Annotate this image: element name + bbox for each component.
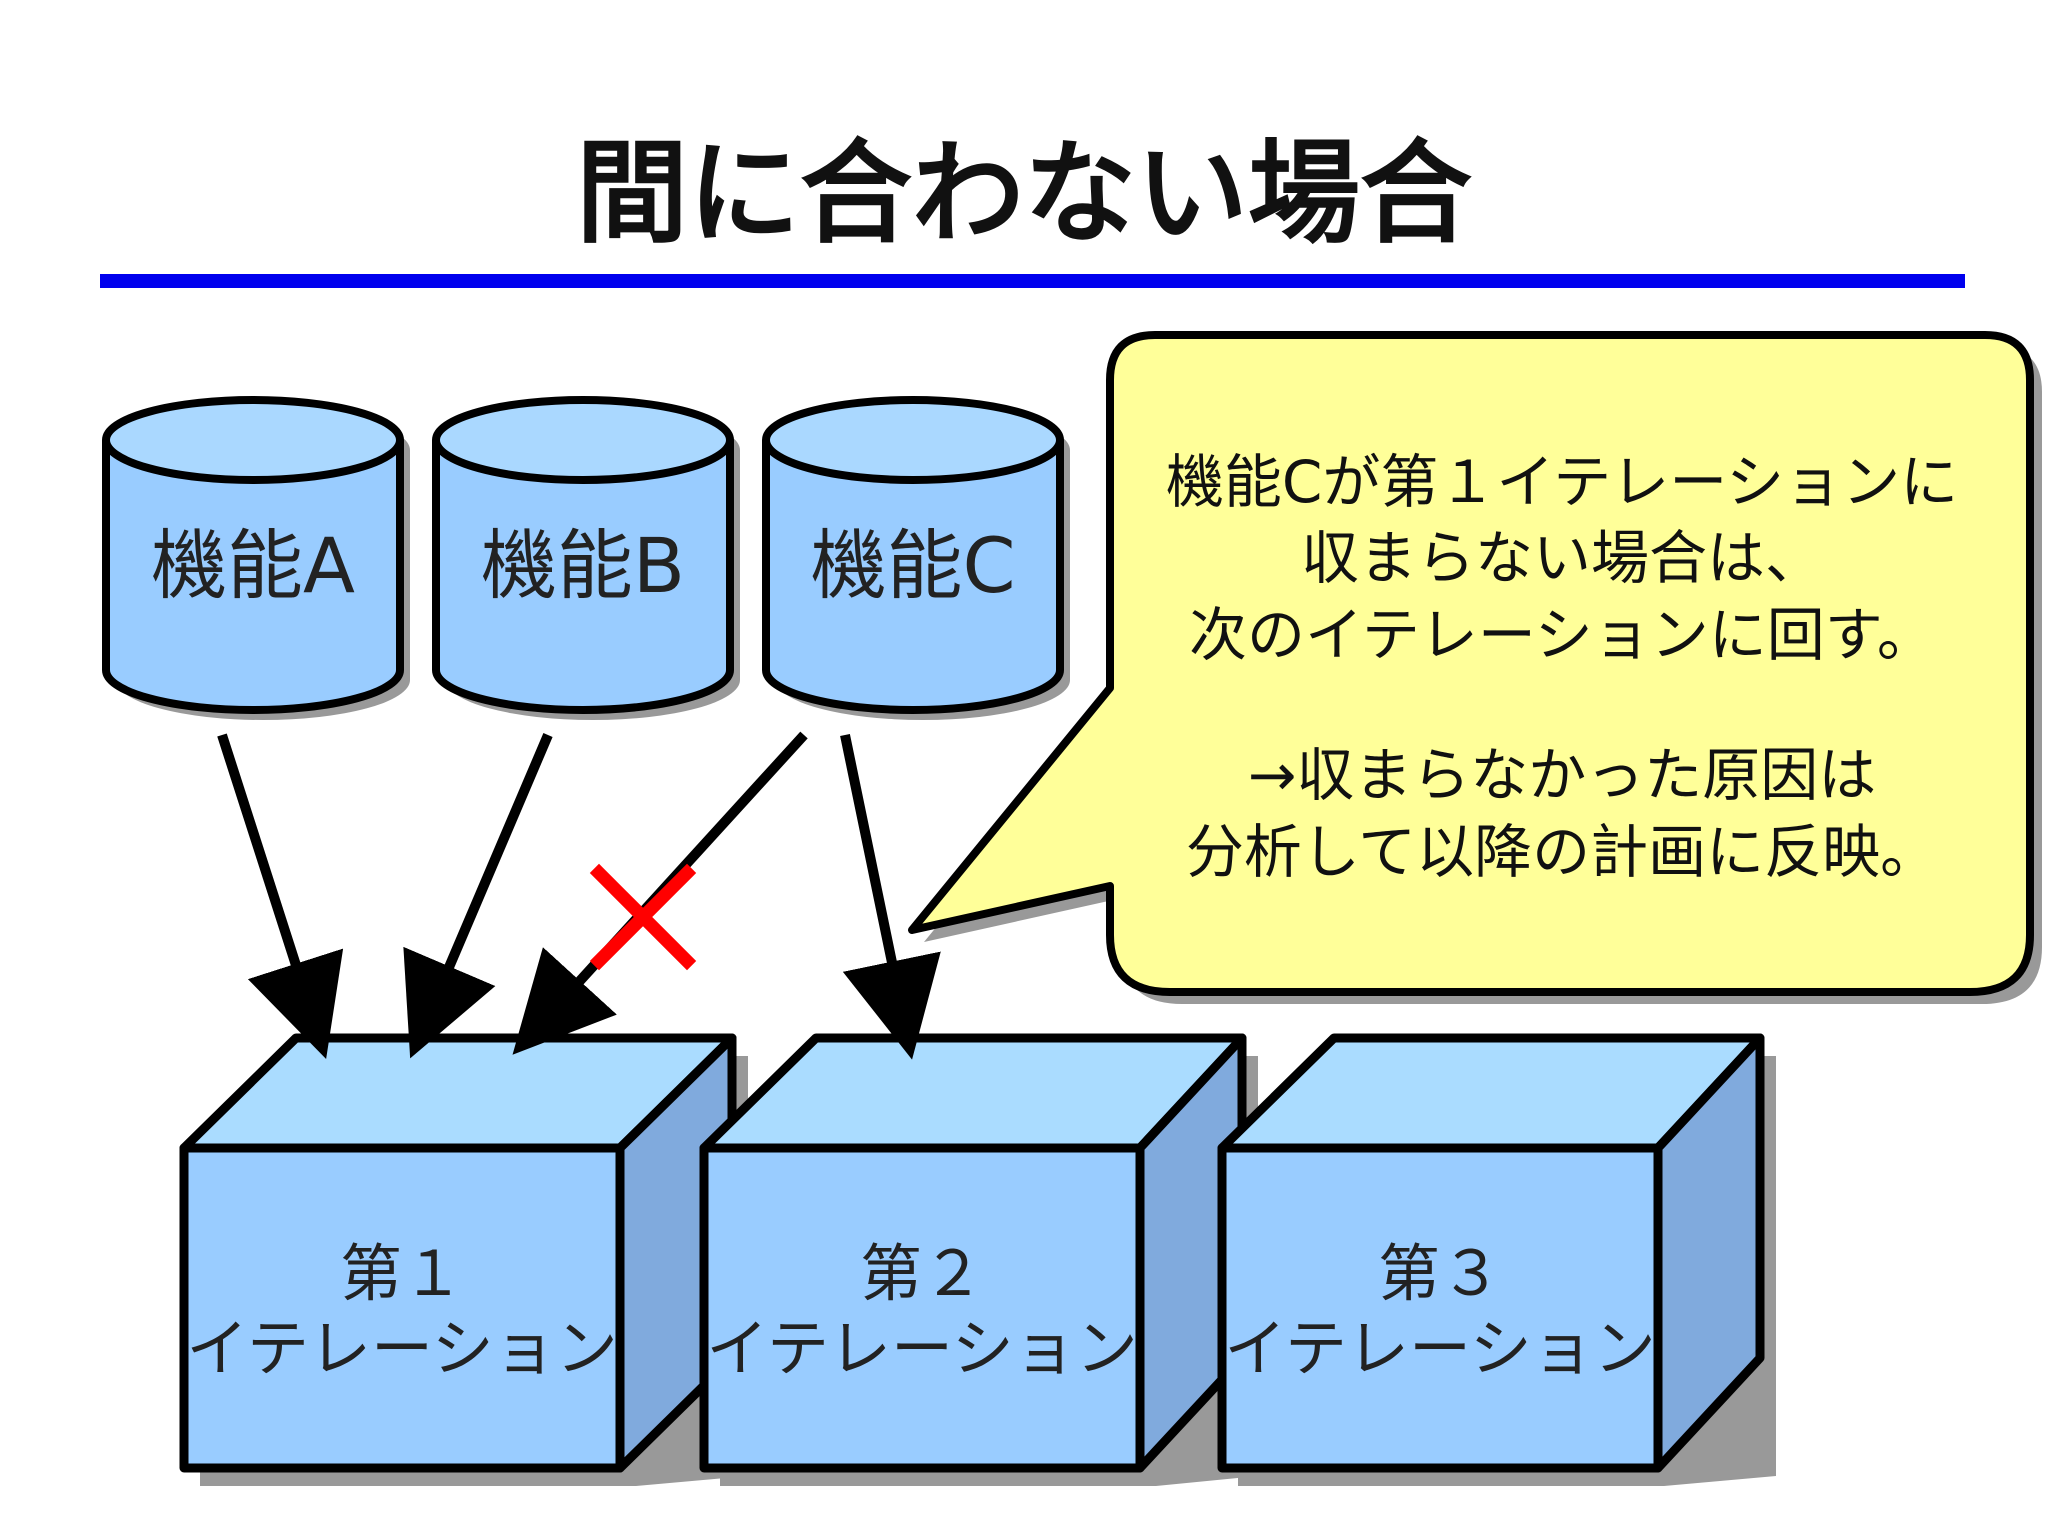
- feature-label-a: 機能A: [151, 521, 355, 610]
- iteration-1-number: 第１: [340, 1237, 464, 1310]
- iteration-cube-2: 第２ イテレーション: [699, 1033, 1258, 1486]
- callout-line-4: →収まらなかった原因は: [1248, 741, 1877, 809]
- page-title: 間に合わない場合: [576, 129, 1472, 259]
- arrows: [217, 731, 941, 1060]
- arrow-b-to-iter1: [403, 733, 553, 1059]
- cross-mark-icon: [589, 863, 697, 971]
- arrow-a-to-iter1: [217, 733, 344, 1060]
- iteration-cube-1: 第１ イテレーション: [179, 1033, 748, 1486]
- feature-cylinder-a: 機能A: [102, 396, 410, 720]
- iteration-1-label: イテレーション: [186, 1312, 618, 1385]
- iteration-3-label: イテレーション: [1224, 1312, 1656, 1385]
- title-underline: [100, 274, 1965, 288]
- arrow-c-to-iter2: [840, 733, 941, 1060]
- callout-line-3: 次のイテレーションに回す。: [1189, 601, 1935, 669]
- callout-line-2: 収まらない場合は、: [1301, 524, 1823, 592]
- iteration-3-number: 第３: [1378, 1237, 1502, 1310]
- iteration-cube-3: 第３ イテレーション: [1217, 1033, 1776, 1486]
- feature-label-b: 機能B: [481, 521, 685, 610]
- feature-cylinder-b: 機能B: [432, 396, 740, 720]
- iteration-2-number: 第２: [860, 1237, 984, 1310]
- callout-line-1: 機能Cが第１イテレーションに: [1166, 448, 1958, 516]
- callout-bubble: 機能Cが第１イテレーションに 収まらない場合は、 次のイテレーションに回す。 →…: [908, 331, 2042, 1004]
- iteration-2-label: イテレーション: [706, 1312, 1138, 1385]
- callout-line-5: 分析して以降の計画に反映。: [1186, 818, 1938, 886]
- feature-label-c: 機能C: [810, 521, 1015, 610]
- feature-cylinder-c: 機能C: [762, 396, 1070, 720]
